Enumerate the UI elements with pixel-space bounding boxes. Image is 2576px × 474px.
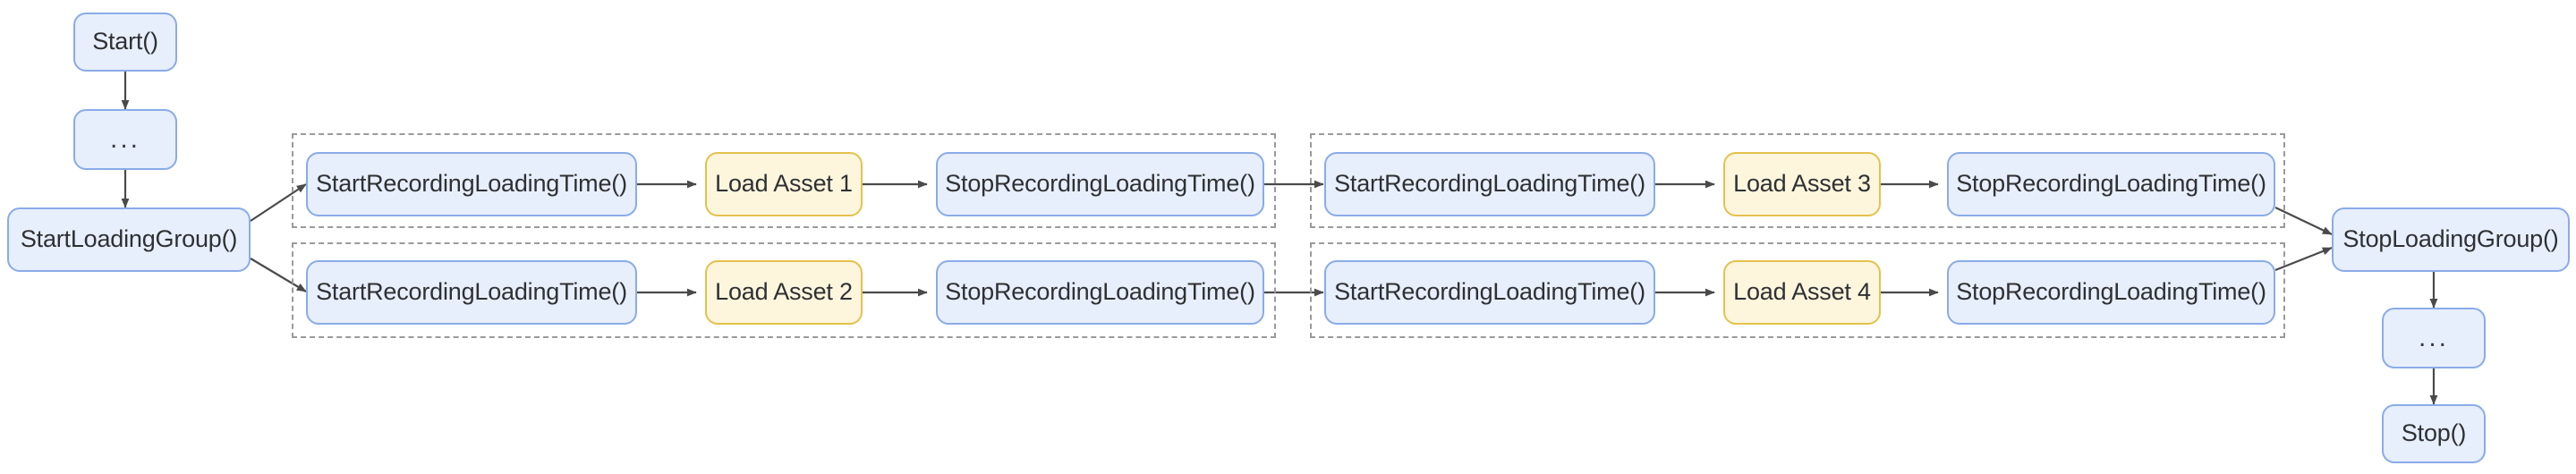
node-g2r1-stop-recording-label: StopRecordingLoadingTime() — [1956, 170, 2266, 198]
subgraph-asset-group-2-row-1 — [1310, 133, 2285, 228]
node-g2r2-stop-recording-label: StopRecordingLoadingTime() — [1956, 278, 2266, 306]
node-g2r2-start-recording[interactable]: StartRecordingLoadingTime() — [1324, 260, 1655, 325]
node-g1r2-load-asset[interactable]: Load Asset 2 — [705, 260, 863, 325]
node-ellipsis-top[interactable]: ... — [73, 109, 177, 170]
node-g1r2-start-recording[interactable]: StartRecordingLoadingTime() — [306, 260, 637, 325]
node-stop-loading-group-label: StopLoadingGroup() — [2342, 225, 2559, 253]
node-g2r2-load-asset[interactable]: Load Asset 4 — [1723, 260, 1881, 325]
node-g2r1-load-asset-label: Load Asset 3 — [1733, 170, 1871, 198]
node-ellipsis-top-label: ... — [109, 123, 140, 154]
node-start-loading-group[interactable]: StartLoadingGroup() — [7, 207, 251, 272]
node-g2r2-start-recording-label: StartRecordingLoadingTime() — [1334, 278, 1645, 306]
node-g1r1-start-recording[interactable]: StartRecordingLoadingTime() — [306, 152, 637, 216]
node-stop-label: Stop() — [2401, 419, 2467, 447]
node-stop[interactable]: Stop() — [2382, 404, 2486, 463]
node-stop-loading-group[interactable]: StopLoadingGroup() — [2332, 207, 2570, 272]
node-start[interactable]: Start() — [73, 13, 177, 72]
node-g1r1-start-recording-label: StartRecordingLoadingTime() — [316, 170, 627, 198]
node-g2r2-load-asset-label: Load Asset 4 — [1733, 278, 1871, 306]
node-g2r2-stop-recording[interactable]: StopRecordingLoadingTime() — [1947, 260, 2275, 325]
node-g1r1-load-asset[interactable]: Load Asset 1 — [705, 152, 863, 216]
node-g2r1-start-recording-label: StartRecordingLoadingTime() — [1334, 170, 1645, 198]
subgraph-asset-group-2-row-2 — [1310, 242, 2285, 338]
node-g1r1-load-asset-label: Load Asset 1 — [715, 170, 853, 198]
node-g1r2-stop-recording[interactable]: StopRecordingLoadingTime() — [936, 260, 1264, 325]
node-start-loading-group-label: StartLoadingGroup() — [20, 225, 238, 253]
node-g1r1-stop-recording[interactable]: StopRecordingLoadingTime() — [936, 152, 1264, 216]
node-g2r1-load-asset[interactable]: Load Asset 3 — [1723, 152, 1881, 216]
node-g1r2-start-recording-label: StartRecordingLoadingTime() — [316, 278, 627, 306]
node-g2r1-stop-recording[interactable]: StopRecordingLoadingTime() — [1947, 152, 2275, 216]
subgraph-asset-group-1-row-1 — [292, 133, 1276, 228]
node-g2r1-start-recording[interactable]: StartRecordingLoadingTime() — [1324, 152, 1655, 216]
node-start-label: Start() — [92, 28, 158, 55]
node-ellipsis-bottom-label: ... — [2418, 322, 2449, 352]
node-ellipsis-bottom[interactable]: ... — [2382, 308, 2486, 368]
node-g1r1-stop-recording-label: StopRecordingLoadingTime() — [945, 170, 1255, 198]
node-g1r2-stop-recording-label: StopRecordingLoadingTime() — [945, 278, 1255, 306]
node-g1r2-load-asset-label: Load Asset 2 — [715, 278, 853, 306]
